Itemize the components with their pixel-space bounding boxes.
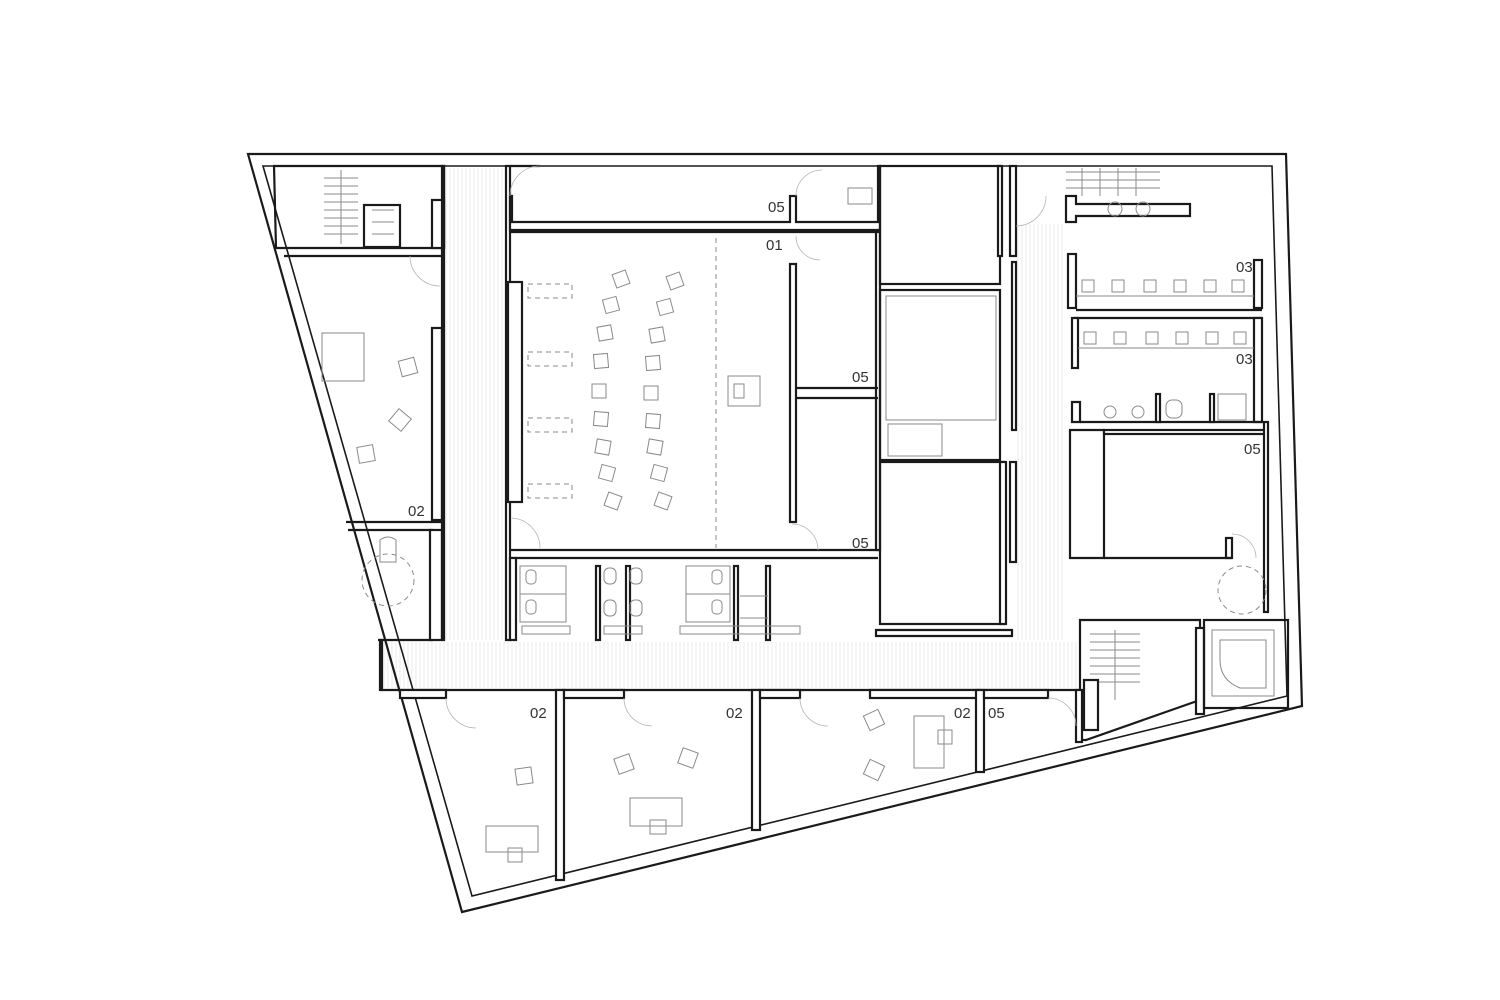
room-02-south-1: 02 (398, 688, 566, 882)
room-02-south-3: 02 (758, 688, 986, 782)
room-05-south: 05 (982, 688, 1084, 744)
room-label-02: 02 (954, 705, 971, 722)
room-lift-west (348, 528, 444, 642)
room-label-01: 01 (766, 237, 783, 254)
room-label-05: 05 (988, 705, 1005, 722)
room-label-03: 03 (1236, 351, 1253, 368)
corridor-hatching (383, 168, 1077, 688)
room-03-south: 03 (1070, 316, 1264, 424)
room-label-05: 05 (852, 369, 869, 386)
room-label-05: 05 (768, 199, 785, 216)
building-outline (246, 152, 1304, 914)
room-label-02: 02 (726, 705, 743, 722)
room-label-03: 03 (1236, 259, 1253, 276)
room-02-south-2: 02 (562, 688, 762, 835)
wc-block (508, 556, 878, 642)
room-label-05: 05 (852, 535, 869, 552)
room-label-05: 05 (1244, 441, 1261, 458)
room-label-02: 02 (408, 503, 425, 520)
room-label-02: 02 (530, 705, 547, 722)
room-05-east: 05 (1068, 420, 1270, 615)
door-swings (409, 165, 1257, 729)
room-03-north: 03 (1064, 168, 1264, 312)
room-05-top: 05 (508, 164, 882, 232)
room-02-west: 02 (284, 254, 444, 524)
room-05-stage-side: 05 05 (788, 262, 878, 552)
room-01-auditorium: 01 (506, 230, 882, 552)
stair-top-left (272, 164, 446, 250)
core-rooms (874, 164, 1014, 638)
